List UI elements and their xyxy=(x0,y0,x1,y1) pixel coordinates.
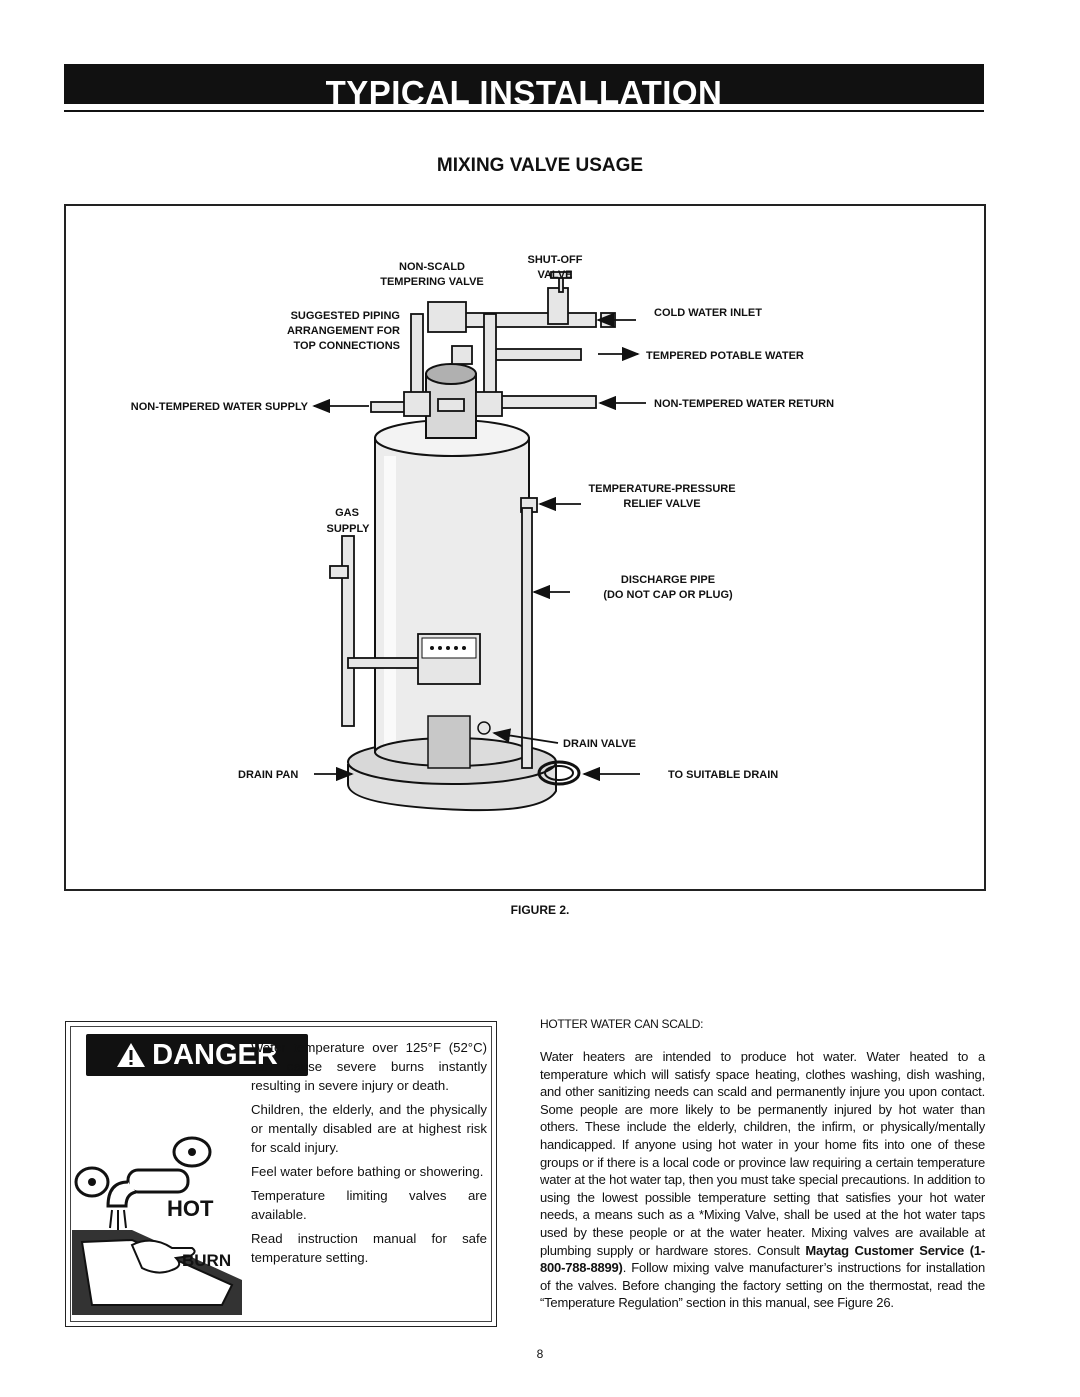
label-drain-valve: DRAIN VALVE xyxy=(563,738,636,750)
label-discharge-pipe: DISCHARGE PIPE xyxy=(621,574,715,586)
label-non-tempered-supply: NON-TEMPERED WATER SUPPLY xyxy=(131,401,309,413)
danger-paragraph: Read instruction manual for safe tempera… xyxy=(251,1231,487,1265)
relief-valve-and-discharge xyxy=(520,497,538,769)
scald-heading: HOTTER WATER CAN SCALD: xyxy=(540,1017,704,1031)
label-non-scald: NON-SCALD xyxy=(399,261,465,273)
warning-triangle-icon xyxy=(117,1043,146,1067)
title-rule xyxy=(64,110,984,112)
drain-valve-hose xyxy=(477,721,581,786)
danger-badge: DANGER xyxy=(86,1034,308,1076)
hot-label: HOT xyxy=(167,1196,214,1221)
scald-body-text: Water heaters are intended to produce ho… xyxy=(540,1048,985,1312)
danger-paragraph: Water temperature over 125°F (52°C) can … xyxy=(251,1040,487,1093)
danger-badge-label: DANGER xyxy=(152,1039,278,1071)
danger-text-block: Water temperature over 125°F (52°C) can … xyxy=(251,1038,487,1272)
label-top-connections: TOP CONNECTIONS xyxy=(293,340,400,352)
figure-frame: NON-SCALD TEMPERING VALVE SHUT-OFF VALVE… xyxy=(64,204,986,891)
burn-label: BURN xyxy=(182,1251,231,1270)
maytag-service-number: Maytag Customer Service (1-800-788-8899) xyxy=(540,1242,985,1276)
label-gas: GAS xyxy=(335,507,359,519)
label-arrangement-for: ARRANGEMENT FOR xyxy=(287,325,400,337)
scald-text-before: Water heaters are intended to produce ho… xyxy=(540,1049,985,1258)
label-drain-pan: DRAIN PAN xyxy=(238,769,298,781)
danger-warning-box xyxy=(65,1021,497,1327)
water-heater-diagram: NON-SCALD TEMPERING VALVE SHUT-OFF VALVE… xyxy=(131,254,834,812)
danger-paragraph: Children, the elderly, and the physicall… xyxy=(251,1102,487,1155)
scald-text-after: . Follow mixing valve manufacturer’s ins… xyxy=(540,1260,985,1311)
label-tempering-valve: TEMPERING VALVE xyxy=(380,276,484,288)
label-tempered-potable-water: TEMPERED POTABLE WATER xyxy=(646,350,804,362)
page-number: 8 xyxy=(536,1347,544,1361)
figure-caption: FIGURE 2. xyxy=(510,903,570,917)
label-cold-water-inlet: COLD WATER INLET xyxy=(654,307,762,319)
label-to-suitable-drain: TO SUITABLE DRAIN xyxy=(668,769,778,781)
label-relief-valve: RELIEF VALVE xyxy=(623,498,700,510)
label-shut-off: SHUT-OFF xyxy=(528,254,583,266)
label-valve: VALVE xyxy=(537,269,572,281)
faucet-icon xyxy=(74,1136,212,1208)
label-non-tempered-return: NON-TEMPERED WATER RETURN xyxy=(654,398,834,410)
hand-icon xyxy=(130,1239,196,1274)
hot-water-burn-illustration: HOT BURN xyxy=(72,1136,242,1315)
top-piping xyxy=(370,271,616,417)
section-subtitle: MIXING VALVE USAGE xyxy=(436,155,644,176)
danger-paragraph: Temperature limiting valves are availabl… xyxy=(251,1188,487,1222)
label-suggested-piping: SUGGESTED PIPING xyxy=(291,310,400,322)
arrow-drain-valve xyxy=(492,728,559,744)
tank-body xyxy=(374,363,530,769)
control-panel xyxy=(421,637,477,659)
label-supply: SUPPLY xyxy=(326,523,370,535)
danger-inner-frame xyxy=(70,1026,492,1322)
label-do-not-cap: (DO NOT CAP OR PLUG) xyxy=(603,589,733,601)
page-title: TYPICAL INSTALLATION xyxy=(64,64,984,104)
danger-paragraph: Feel water before bathing or showering. xyxy=(251,1164,484,1179)
label-temperature-pressure: TEMPERATURE-PRESSURE xyxy=(588,483,735,495)
